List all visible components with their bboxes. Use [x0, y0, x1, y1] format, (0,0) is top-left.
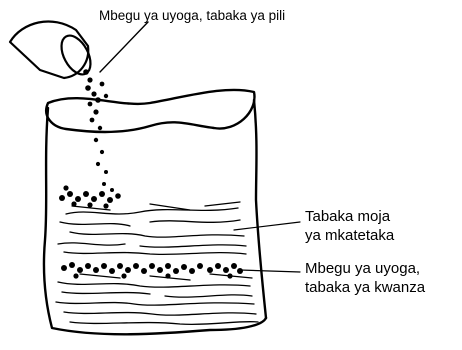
- label-first-spawn-layer-line1: Mbegu ya uyoga,: [305, 259, 425, 278]
- label-substrate-layer-line1: Tabaka moja: [305, 207, 394, 226]
- substrate-strokes: [56, 202, 258, 324]
- leader-line-top: [100, 22, 148, 72]
- label-first-spawn-layer-line2: tabaka ya kwanza: [305, 278, 425, 297]
- pouring-cup: [10, 21, 96, 79]
- label-first-spawn-layer: Mbegu ya uyoga, tabaka ya kwanza: [305, 259, 425, 297]
- leader-line-layer1: [234, 222, 300, 230]
- label-substrate-layer: Tabaka moja ya mkatetaka: [305, 207, 394, 245]
- label-substrate-layer-line2: ya mkatetaka: [305, 226, 394, 245]
- label-second-spawn-layer: Mbegu ya uyoga, tabaka ya pili: [99, 8, 285, 23]
- leader-line-layer2: [240, 270, 300, 272]
